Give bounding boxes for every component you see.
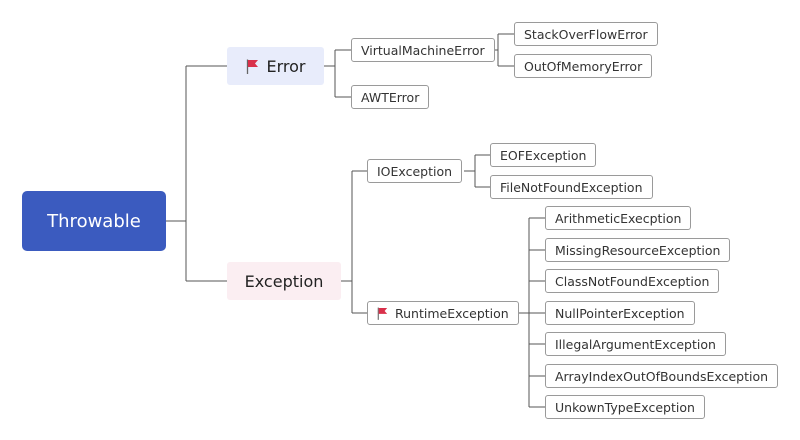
node-runtime-exception-label: RuntimeException: [395, 305, 509, 321]
node-eof-exception-label: EOFException: [500, 147, 587, 163]
node-virtual-machine-error-label: VirtualMachineError: [361, 42, 485, 58]
node-illegal-argument-exception-label: IllegalArgumentException: [555, 336, 716, 352]
node-missing-resource-exception[interactable]: MissingResourceException: [545, 238, 731, 262]
red-flag-icon: [246, 59, 258, 74]
node-exception[interactable]: Exception: [227, 262, 341, 300]
node-stack-overflow-error[interactable]: StackOverFlowError: [514, 22, 658, 46]
node-error[interactable]: Error: [227, 47, 324, 85]
node-array-index-out-of-bounds-exception-label: ArrayIndexOutOfBoundsException: [555, 368, 769, 384]
node-arithmetic-exception-label: ArithmeticExecption: [555, 210, 682, 226]
node-null-pointer-exception[interactable]: NullPointerException: [545, 301, 695, 325]
root-node-throwable[interactable]: Throwable: [22, 191, 166, 251]
node-null-pointer-exception-label: NullPointerException: [555, 305, 685, 321]
node-virtual-machine-error[interactable]: VirtualMachineError: [351, 38, 495, 62]
node-stack-overflow-error-label: StackOverFlowError: [524, 26, 648, 42]
node-runtime-exception[interactable]: RuntimeException: [367, 301, 519, 325]
red-flag-icon: [377, 307, 388, 320]
node-io-exception-label: IOException: [377, 163, 453, 179]
node-arithmetic-exception[interactable]: ArithmeticExecption: [545, 206, 692, 230]
node-out-of-memory-error[interactable]: OutOfMemoryError: [514, 54, 653, 78]
node-unknown-type-exception[interactable]: UnkownTypeException: [545, 395, 705, 419]
node-array-index-out-of-bounds-exception[interactable]: ArrayIndexOutOfBoundsException: [545, 364, 779, 388]
node-io-exception[interactable]: IOException: [367, 159, 463, 183]
node-eof-exception[interactable]: EOFException: [490, 143, 597, 167]
node-error-label: Error: [266, 56, 306, 76]
node-unknown-type-exception-label: UnkownTypeException: [555, 399, 695, 415]
node-class-not-found-exception-label: ClassNotFoundException: [555, 273, 710, 289]
node-exception-label: Exception: [244, 271, 324, 291]
node-awt-error[interactable]: AWTError: [351, 85, 430, 109]
node-class-not-found-exception[interactable]: ClassNotFoundException: [545, 269, 720, 293]
node-illegal-argument-exception[interactable]: IllegalArgumentException: [545, 332, 726, 356]
node-file-not-found-exception[interactable]: FileNotFoundException: [490, 175, 653, 199]
root-label: Throwable: [47, 210, 141, 232]
node-file-not-found-exception-label: FileNotFoundException: [500, 179, 643, 195]
node-awt-error-label: AWTError: [361, 89, 420, 105]
node-missing-resource-exception-label: MissingResourceException: [555, 242, 721, 258]
node-out-of-memory-error-label: OutOfMemoryError: [524, 58, 643, 74]
